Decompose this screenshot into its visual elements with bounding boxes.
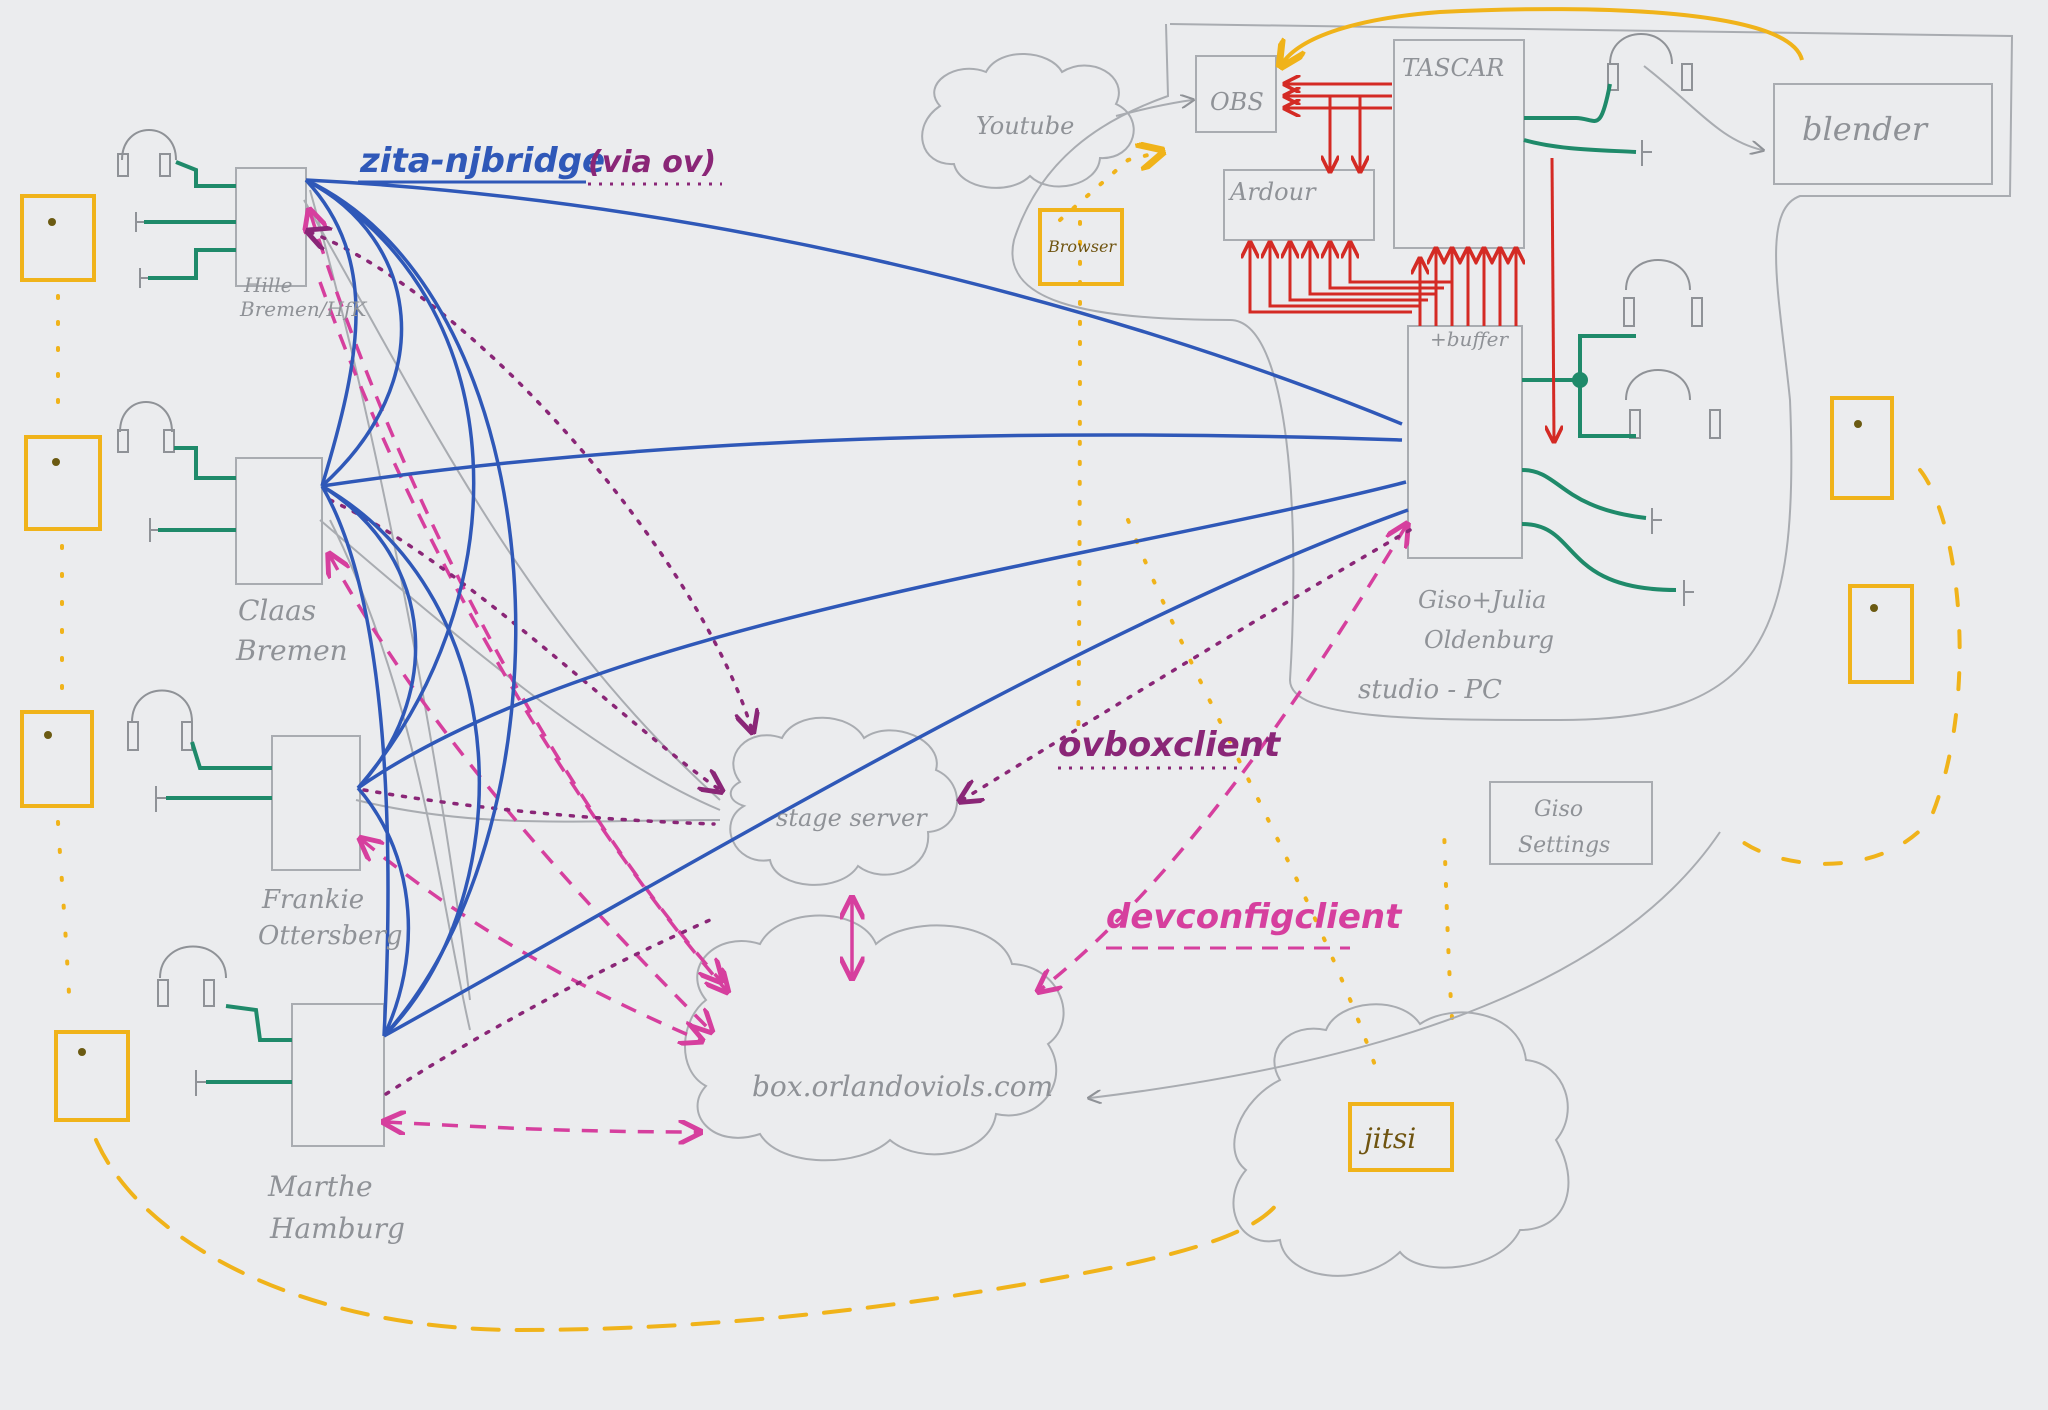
site-frankie-location: Ottersberg — [258, 921, 402, 951]
site-claas-location: Bremen — [235, 634, 348, 667]
browser-label: Browser — [1047, 237, 1117, 256]
tascar-label: TASCAR — [1402, 54, 1504, 82]
video-links — [56, 152, 1962, 1333]
stage-server-label: stage server — [776, 804, 928, 832]
giso-settings-line1: Giso — [1534, 797, 1583, 822]
ardour-label: Ardour — [1228, 178, 1317, 206]
site-claas-name: Claas — [238, 594, 316, 627]
box-server-label: box.orlandoviols.com — [752, 1070, 1053, 1103]
zita-label: zita-njbridge — [359, 141, 605, 181]
zita-audio-links — [304, 178, 1409, 1038]
giso-settings-line2: Settings — [1518, 833, 1610, 858]
blender-label: blender — [1802, 110, 1929, 148]
tbuffer-label: +buffer — [1430, 327, 1509, 351]
green-audio-cables — [144, 83, 1677, 1084]
studio-location-line2: Oldenburg — [1424, 626, 1554, 654]
video-device-left-4 — [54, 1030, 130, 1122]
ovboxclient-label: ovboxclient — [1058, 725, 1282, 765]
video-device-left-1 — [20, 194, 96, 282]
jitsi-box — [1348, 1102, 1454, 1172]
video-device-right-2 — [1848, 584, 1914, 684]
site-frankie-name: Frankie — [261, 885, 364, 915]
site-equipment — [117, 33, 1721, 1096]
site-marthe-name: Marthe — [267, 1170, 373, 1203]
site-hille-name: Hille — [243, 273, 292, 297]
via-label: (via ov) — [588, 145, 716, 180]
site-marthe-location: Hamburg — [269, 1212, 405, 1245]
video-device-left-2 — [24, 435, 102, 531]
video-device-left-3 — [20, 710, 94, 808]
youtube-label: Youtube — [976, 112, 1074, 140]
browser-box — [1038, 208, 1124, 286]
devconfigclient-label: devconfigclient — [1106, 897, 1403, 937]
ovbox-links — [310, 232, 1412, 1096]
obs-label: OBS — [1210, 88, 1264, 116]
studio-pc-label: studio - PC — [1358, 675, 1502, 705]
devconfig-links — [310, 212, 1406, 1132]
site-hille-location: Bremen/HfK — [239, 297, 367, 321]
video-device-right-1 — [1830, 396, 1894, 500]
blender-to-obs-link — [1282, 7, 1804, 64]
studio-location-line1: Giso+Julia — [1418, 586, 1546, 614]
red-internal-routing — [1250, 84, 1554, 440]
jitsi-label: jitsi — [1358, 1122, 1416, 1155]
